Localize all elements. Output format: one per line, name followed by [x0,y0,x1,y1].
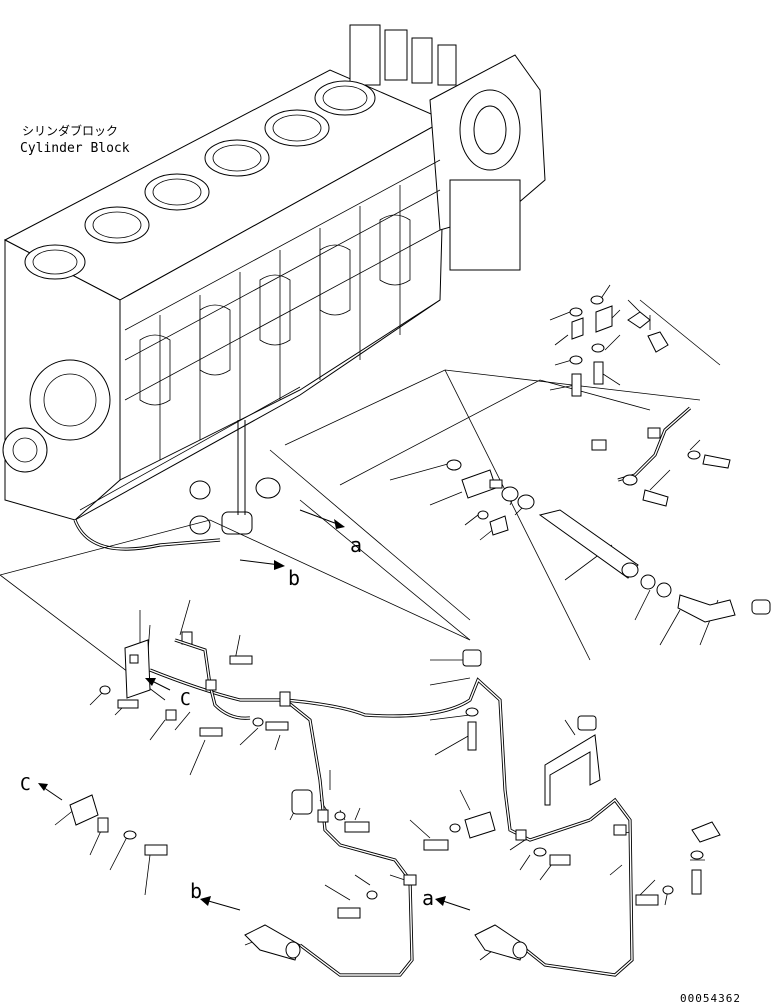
text-labels: シリンダブロック Cylinder Block a b C C b a 0005… [20,123,741,1005]
ref-label-b-bottom: b [190,879,202,903]
bracket-group-left [99,631,634,977]
speed-sensors [244,924,528,961]
detail-c-parts [38,783,168,856]
ref-label-b-top: b [288,566,300,590]
bracket-group-upper-right [569,295,731,507]
pipe-group [446,459,771,623]
leader-lines [0,284,721,961]
reference-arrows [145,509,471,911]
cylinder-block-label-en: Cylinder Block [20,141,130,156]
ref-label-c-bottom: C [20,774,31,795]
drawing-number: 00054362 [680,992,741,1005]
ref-label-a-top: a [350,533,362,557]
center-brackets [291,649,721,919]
ref-label-c-top: C [180,689,191,710]
cylinder-block [2,24,546,551]
cylinder-block-label-jp: シリンダブロック [22,123,118,138]
ref-label-a-bottom: a [422,886,434,910]
